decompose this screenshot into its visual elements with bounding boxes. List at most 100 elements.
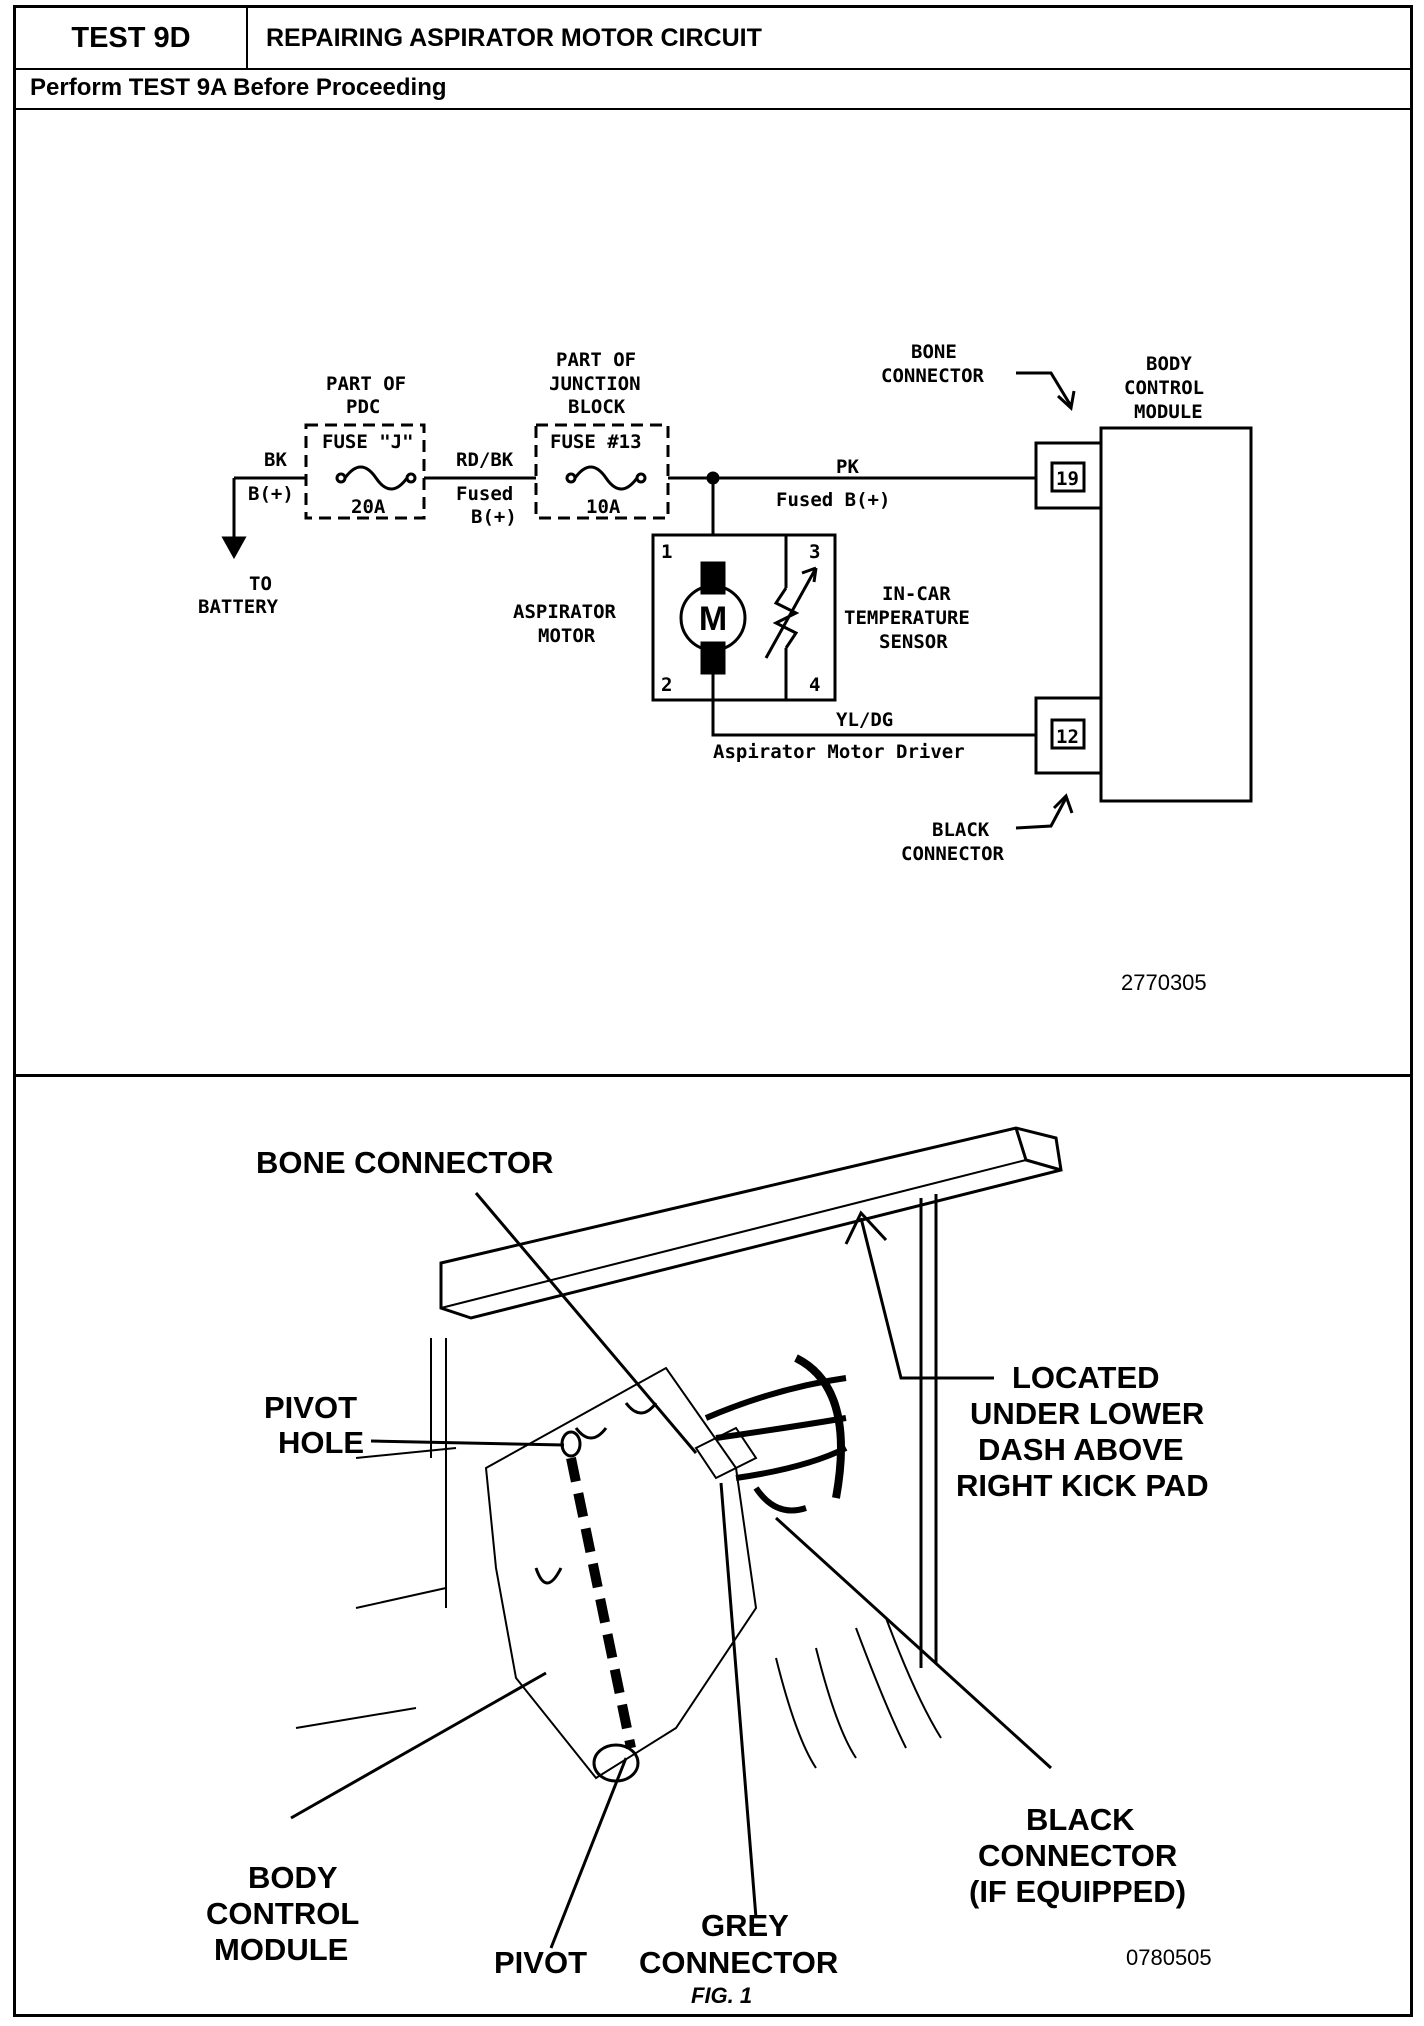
test-page: TEST 9D REPAIRING ASPIRATOR MOTOR CIRCUI… — [13, 5, 1413, 2017]
fused-bplus-label: B(+) — [471, 506, 517, 528]
to-label: TO — [249, 573, 272, 595]
arrow-up-icon — [844, 1210, 888, 1245]
kick-panel-edge — [919, 1194, 938, 1668]
bcm-label1: BODY — [1146, 353, 1192, 375]
pin19-label: 19 — [1056, 468, 1079, 490]
jb-part-label: PART OF — [556, 349, 636, 371]
jb-name1-label: JUNCTION — [549, 373, 641, 395]
terminal-1: 1 — [661, 541, 672, 563]
black-conn-label2: CONNECTOR — [901, 843, 1005, 865]
dash-beam-line — [440, 1159, 1027, 1309]
thermistor-icon — [772, 587, 800, 649]
motor-icon — [679, 584, 747, 652]
black-leader — [774, 1516, 1053, 1770]
wire-loop — [794, 1354, 845, 1499]
motor-brush-bottom — [700, 641, 726, 675]
illustration-figure-id: 0780505 — [1126, 1945, 1212, 1970]
pin12-label: 12 — [1056, 726, 1079, 748]
bcm-box — [1099, 426, 1253, 803]
pk-label: PK — [836, 456, 859, 478]
header-bar: TEST 9D REPAIRING ASPIRATOR MOTOR CIRCUI… — [16, 8, 1410, 70]
bone-connector-label: BONE CONNECTOR — [256, 1145, 553, 1180]
bcm-body — [484, 1366, 758, 1780]
black-callout — [1015, 797, 1068, 830]
wiring-schematic — [221, 371, 1253, 830]
bplus-label: B(+) — [248, 483, 294, 505]
prerequisite-note: Perform TEST 9A Before Proceeding — [16, 68, 1410, 110]
schematic-labels: BK B(+) TO BATTERY PART OF PDC FUSE "J" … — [198, 341, 1204, 865]
pk-circuit-label: Fused B(+) — [776, 489, 890, 511]
sensor-label2: TEMPERATURE — [844, 607, 970, 629]
bcm-label3: MODULE — [1134, 401, 1203, 423]
fuse-13-terminal — [635, 472, 647, 484]
arrow-icon — [1056, 390, 1076, 411]
pivot-rod — [566, 1456, 636, 1750]
wire-harness — [704, 1375, 848, 1481]
jb-name2-label: BLOCK — [568, 396, 626, 418]
bcm-label2: CONTROL — [1124, 377, 1204, 399]
panel-curves — [775, 1617, 942, 1769]
pivot-hole-label2: HOLE — [278, 1425, 364, 1460]
black-connector-label2: CONNECTOR — [978, 1838, 1177, 1873]
black-conn-label1: BLACK — [932, 819, 990, 841]
aspirator-housing — [651, 533, 837, 702]
grey-leader — [719, 1482, 758, 1919]
motor-letter: M — [699, 600, 727, 638]
bone-conn-label: BONE — [911, 341, 957, 363]
located-leader — [859, 1217, 994, 1380]
grey-connector-label2: CONNECTOR — [639, 1945, 838, 1980]
pivot-icon — [592, 1743, 640, 1783]
pivot-leader — [549, 1757, 628, 1949]
located-label2: UNDER LOWER — [970, 1396, 1204, 1431]
fuse-13-rating: 10A — [586, 496, 621, 518]
black-connector-label1: BLACK — [1026, 1802, 1135, 1837]
thermistor-arrow — [801, 566, 818, 583]
sensor-label1: IN-CAR — [882, 583, 951, 605]
black-connector-label3: (IF EQUIPPED) — [969, 1874, 1186, 1909]
bone-leader — [474, 1192, 698, 1454]
bcm-notches — [534, 1402, 658, 1585]
fuse-13-label: FUSE #13 — [550, 431, 642, 453]
fuse-j-terminal — [335, 472, 347, 484]
pin19-box — [1050, 461, 1086, 493]
location-illustration — [290, 1126, 1063, 1949]
pivot-hole-icon — [560, 1430, 582, 1458]
bcm-fig-label1: BODY — [248, 1860, 338, 1895]
test-id: TEST 9D — [16, 8, 248, 68]
pdc-box — [304, 423, 426, 520]
grey-connector-label1: GREY — [701, 1908, 789, 1943]
fused-label: Fused — [456, 483, 513, 505]
illustration-labels: BONE CONNECTOR PIVOT HOLE LOCATED UNDER … — [206, 1145, 1209, 1980]
terminal-4: 4 — [809, 674, 820, 696]
pin12-box — [1050, 718, 1086, 750]
fuse-j-label: FUSE "J" — [322, 431, 414, 453]
aspirator-label2: MOTOR — [538, 625, 596, 647]
arrow-down-icon — [221, 536, 247, 560]
thermistor-slash — [764, 567, 818, 659]
diagram-canvas: BK B(+) TO BATTERY PART OF PDC FUSE "J" … — [198, 341, 1253, 2008]
bk-label: BK — [264, 449, 287, 471]
battery-label: BATTERY — [198, 596, 279, 618]
rd-bk-label: RD/BK — [456, 449, 514, 471]
wire-bundle — [753, 1486, 807, 1514]
fuse-j-terminal — [405, 472, 417, 484]
yl-dg-label: YL/DG — [836, 709, 893, 731]
figure-caption: FIG. 1 — [691, 1983, 752, 2008]
fuse-13-icon — [573, 465, 639, 491]
frame-lines — [295, 1338, 457, 1729]
located-label3: DASH ABOVE — [978, 1432, 1184, 1467]
pivot-hole-leader — [370, 1439, 565, 1447]
test-title: REPAIRING ASPIRATOR MOTOR CIRCUIT — [266, 23, 762, 52]
fuse-j-icon — [343, 465, 409, 491]
aspirator-label1: ASPIRATOR — [513, 601, 617, 623]
pdc-name-label: PDC — [346, 396, 380, 418]
junction-block-box — [534, 423, 670, 520]
fuse-13-terminal — [565, 472, 577, 484]
yl-dg-wire — [711, 673, 1036, 737]
motor-brush-top — [700, 561, 726, 595]
bone-callout — [1016, 371, 1073, 407]
pivot-hole-label1: PIVOT — [264, 1390, 357, 1425]
pdc-part-label: PART OF — [326, 373, 406, 395]
located-label1: LOCATED — [1012, 1360, 1160, 1395]
terminal-3: 3 — [809, 541, 820, 563]
